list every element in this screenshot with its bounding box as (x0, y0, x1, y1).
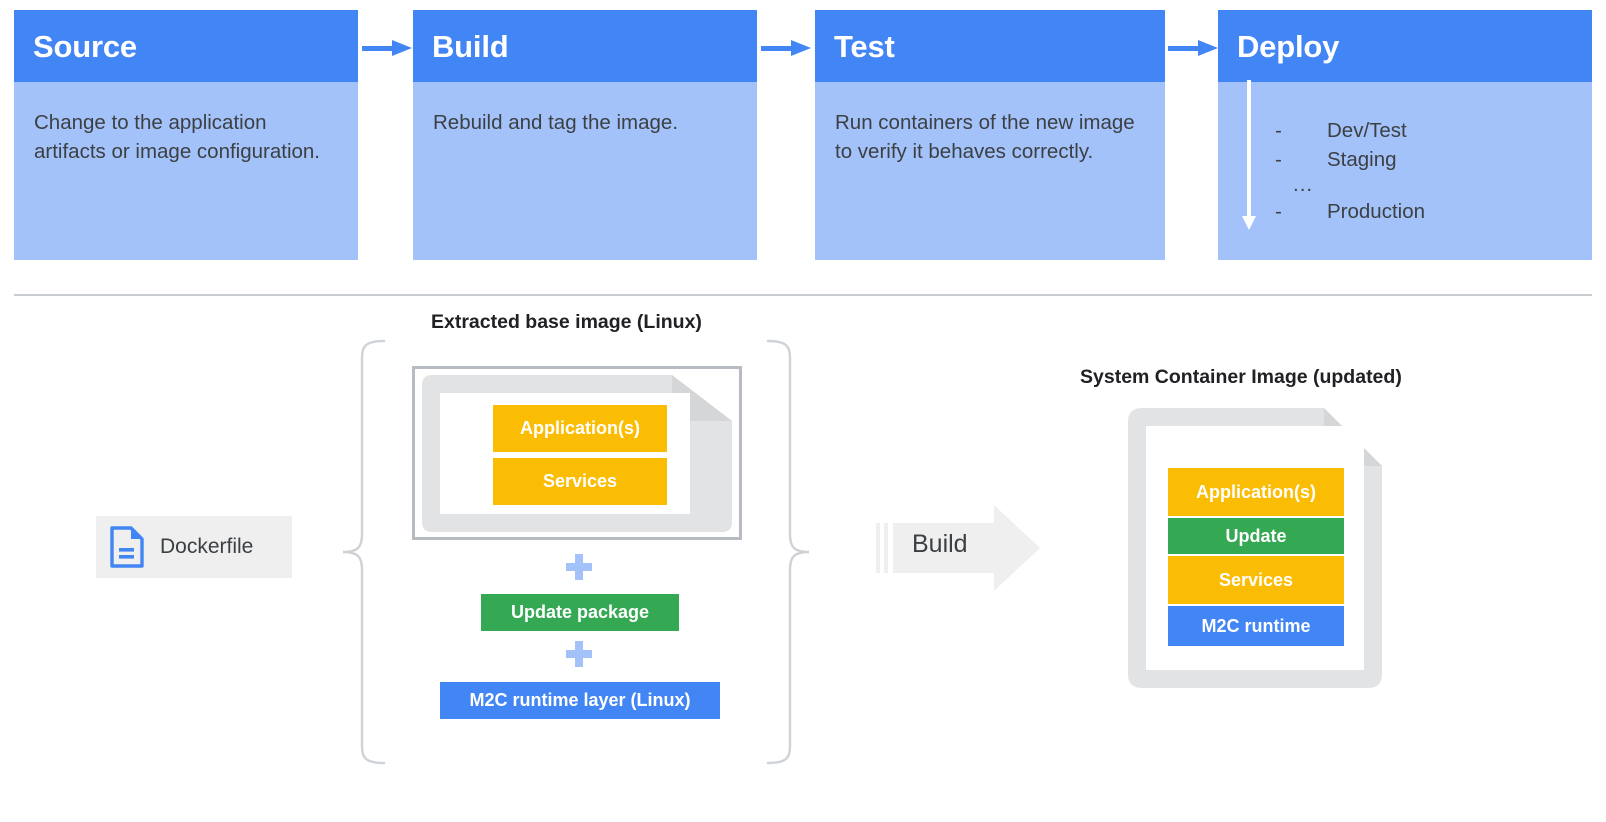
arrow-test-to-deploy (1168, 40, 1222, 56)
deploy-dash: - (1275, 148, 1282, 172)
build-arrow-label: Build (912, 530, 968, 558)
arrow-head-icon (1198, 40, 1218, 56)
plus-icon-2 (566, 641, 592, 667)
stage-body-build: Rebuild and tag the image. (433, 111, 679, 134)
result-layer-label: M2C runtime (1201, 615, 1311, 636)
arrow-build-to-test (761, 40, 815, 56)
arrow-head-icon (791, 40, 811, 56)
dockerfile-icon (110, 526, 144, 568)
stage-header-deploy: Deploy (1218, 10, 1592, 82)
stage-title-test: Test (834, 28, 895, 64)
base-layer-label: Application(s) (520, 418, 640, 438)
stage-header-test: Test (815, 10, 1165, 82)
base-image-document-shape-icon (422, 375, 732, 532)
stage-body-test: Run containers of the new image to verif… (835, 111, 1135, 164)
added-layer-label: M2C runtime layer (Linux) (469, 690, 691, 710)
system-container-image-document: Application(s) Update Services M2C runti… (1128, 408, 1382, 688)
left-curly-brace-icon (342, 339, 386, 765)
section-divider (14, 294, 1592, 296)
label-extracted-base-image: Extracted base image (Linux) (431, 311, 702, 333)
dockerfile-label: Dockerfile (160, 535, 254, 558)
build-block-arrow-icon (876, 505, 1040, 591)
base-layer-applications: Application(s) (493, 405, 667, 452)
base-layer-label: Services (542, 471, 618, 491)
deploy-arrow-head-icon (1242, 216, 1256, 230)
plus-icon-1 (566, 554, 592, 580)
deploy-list-item: - Dev/Test (1275, 116, 1425, 145)
result-layer-m2c-runtime: M2C runtime (1168, 606, 1344, 646)
deploy-list-item: - Production (1275, 197, 1425, 226)
stage-body-source: Change to the application artifacts or i… (34, 111, 320, 164)
deploy-ellipsis: ... (1293, 173, 1314, 197)
added-layer-update-package: Update package (481, 594, 679, 631)
stage-title-source: Source (33, 28, 137, 64)
result-layer-services: Services (1168, 556, 1344, 604)
stage-title-deploy: Deploy (1237, 28, 1340, 64)
result-layer-label: Update (1225, 525, 1287, 546)
deploy-dash: - (1275, 199, 1282, 223)
result-layer-label: Services (1218, 569, 1294, 590)
result-layer-applications: Application(s) (1168, 468, 1344, 516)
deploy-env-label: Production (1327, 199, 1426, 223)
deploy-env-label: Staging (1327, 148, 1397, 172)
stage-title-build: Build (432, 28, 509, 64)
result-layer-update: Update (1168, 518, 1344, 554)
deploy-list-item: - Staging (1275, 145, 1425, 174)
label-system-container-image: System Container Image (updated) (1080, 366, 1402, 388)
added-layer-m2c-runtime: M2C runtime layer (Linux) (440, 682, 720, 719)
added-layer-label: Update package (510, 602, 650, 622)
dockerfile-chip[interactable]: Dockerfile (96, 516, 292, 578)
arrow-source-to-build (362, 40, 416, 56)
pipeline-stage-test: Test Run containers of the new image to … (815, 10, 1165, 260)
pipeline-stage-deploy: Deploy (1218, 10, 1592, 260)
extracted-base-image-frame: Application(s) Services (412, 366, 742, 540)
deploy-environment-list: - Dev/Test - Staging ... - Production (1275, 116, 1425, 226)
deploy-env-label: Dev/Test (1327, 119, 1407, 142)
pipeline-stage-build: Build Rebuild and tag the image. (413, 10, 757, 260)
arrow-head-icon (392, 40, 412, 56)
stage-header-build: Build (413, 10, 757, 82)
pipeline-stage-source: Source Change to the application artifac… (14, 10, 358, 260)
result-layer-label: Application(s) (1196, 481, 1316, 502)
deploy-down-arrow-icon (1242, 80, 1256, 230)
base-layer-services: Services (493, 458, 667, 505)
arrow-shaft-icon (362, 46, 398, 51)
deploy-dash: - (1275, 119, 1282, 142)
deploy-arrow-shaft-icon (1247, 80, 1251, 218)
arrow-shaft-icon (1168, 46, 1204, 51)
right-curly-brace-icon (766, 339, 810, 765)
stage-header-source: Source (14, 10, 358, 82)
arrow-shaft-icon (761, 46, 797, 51)
